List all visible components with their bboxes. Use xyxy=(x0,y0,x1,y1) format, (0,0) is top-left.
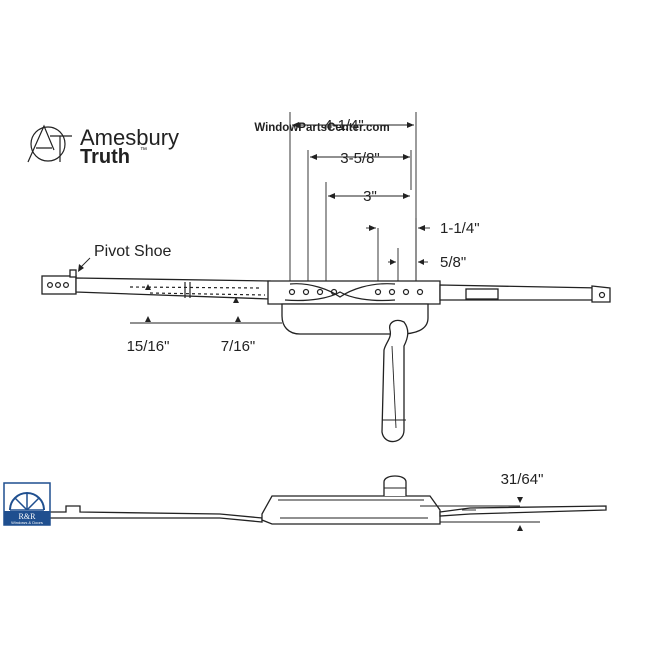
brand-name-top: Amesbury xyxy=(80,125,179,150)
pivot-shoe xyxy=(41,269,77,295)
pivot-shoe-label: Pivot Shoe xyxy=(94,243,171,260)
brand-name-bottom: Truth xyxy=(80,146,130,168)
dim-label-7-16: 7/16" xyxy=(221,338,256,355)
at-monogram-icon xyxy=(27,124,72,163)
crank-handle xyxy=(381,319,409,443)
dim-label-31-64: 31/64" xyxy=(501,471,544,488)
rr-windows-doors-logo: R&R Windows & Doors xyxy=(3,482,51,526)
top-dimension-lines xyxy=(289,112,430,282)
dealer-tagline: Windows & Doors xyxy=(11,520,43,525)
operator-top-view xyxy=(41,257,611,443)
brand-trademark: ™ xyxy=(140,147,147,154)
bottom-dimension-markers xyxy=(130,316,282,324)
dim-label-15-16: 15/16" xyxy=(127,338,170,355)
dim-label-overall: 4-1/4" xyxy=(324,117,364,134)
housing-screws xyxy=(288,288,424,296)
watermark-text: WindowPartsCenter.com xyxy=(254,122,389,134)
dealer-initials: R&R xyxy=(19,512,37,521)
dim-label-1-1-4: 1-1/4" xyxy=(440,220,480,237)
amesbury-truth-logo: Amesbury Truth ™ xyxy=(27,124,179,168)
operator-side-view xyxy=(19,475,607,531)
dim-label-3: 3" xyxy=(363,188,377,205)
dim-label-3-5-8: 3-5/8" xyxy=(340,150,380,167)
dim-label-5-8: 5/8" xyxy=(440,254,466,271)
